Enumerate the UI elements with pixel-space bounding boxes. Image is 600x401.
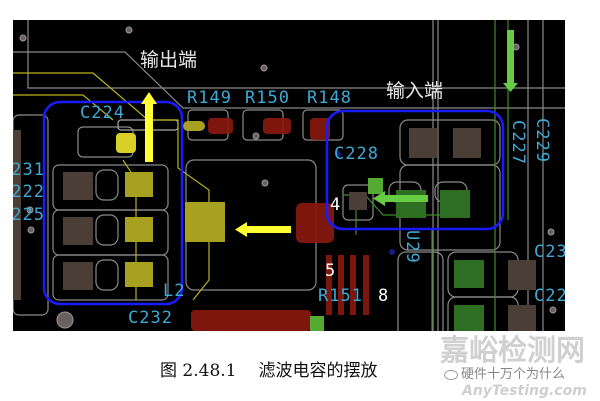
label-c23: C23 <box>534 242 565 262</box>
watermark-account: 硬件十万个为什么 <box>444 368 565 381</box>
input-direction-arrow-down <box>503 30 518 92</box>
input-end-annotation: 输入端 <box>386 80 444 102</box>
pcb-layout-image: 输出端 输入端 R149 R150 R148 C224 C228 C231 C2… <box>13 20 565 331</box>
label-c227: C227 <box>508 120 528 165</box>
label-u29: U29 <box>402 230 422 264</box>
figure-caption: 图 2.48.1 滤波电容的摆放 <box>160 361 399 381</box>
label-pin-5: 5 <box>325 261 336 281</box>
watermark-account-name: 硬件十万个为什么 <box>461 367 566 382</box>
label-pin-8: 8 <box>378 286 389 306</box>
label-l2: L2 <box>163 281 186 301</box>
label-pin-4: 4 <box>330 195 341 215</box>
pcb-drawing <box>13 20 565 331</box>
label-c232: C232 <box>128 308 173 328</box>
label-c224: C224 <box>80 103 125 123</box>
output-end-annotation: 输出端 <box>140 49 198 71</box>
output-direction-arrow-up <box>141 92 157 162</box>
label-c228: C228 <box>334 144 379 164</box>
label-r150: R150 <box>245 88 290 108</box>
label-c22: C22 <box>534 286 565 306</box>
label-c225: C225 <box>13 205 45 225</box>
figure-number: 图 2.48.1 <box>160 361 237 381</box>
watermark-site-en: AnyTesting.com <box>462 383 587 399</box>
output-direction-arrow-left <box>235 222 291 237</box>
figure-title: 滤波电容的摆放 <box>258 361 378 381</box>
label-r151: R151 <box>318 286 363 306</box>
label-c229: C229 <box>532 118 552 163</box>
label-r149: R149 <box>187 88 232 108</box>
wechat-icon <box>444 369 458 380</box>
label-c222: C222 <box>13 182 45 202</box>
label-r148: R148 <box>307 88 352 108</box>
input-direction-arrow-left <box>373 191 428 206</box>
input-capacitor-highlight-box <box>325 109 505 231</box>
output-capacitor-highlight-box <box>42 100 184 306</box>
label-c231: C231 <box>13 160 45 180</box>
watermark-site-cn: 嘉峪检测网 <box>440 333 586 367</box>
